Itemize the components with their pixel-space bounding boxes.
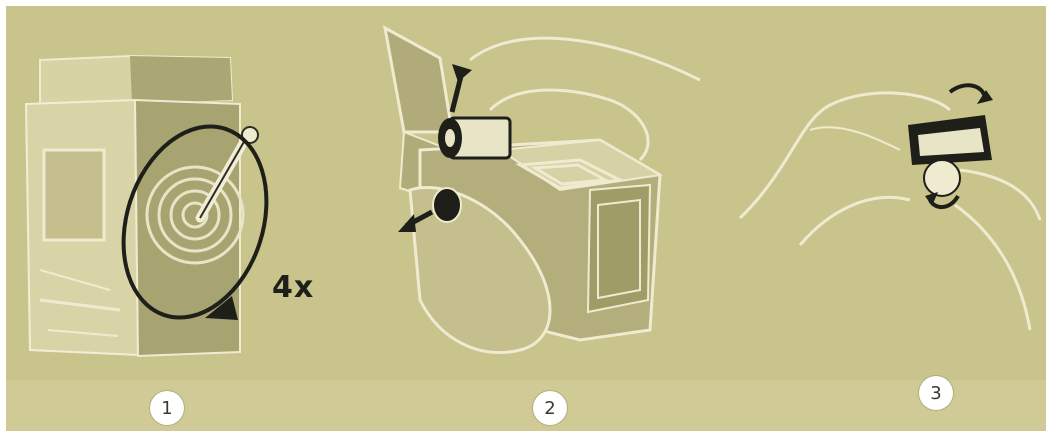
step-number-3: 3 (919, 376, 953, 410)
turn-count-label: 4x (272, 270, 314, 305)
step-number-2: 2 (533, 391, 567, 425)
step-number-1: 1 (150, 391, 184, 425)
